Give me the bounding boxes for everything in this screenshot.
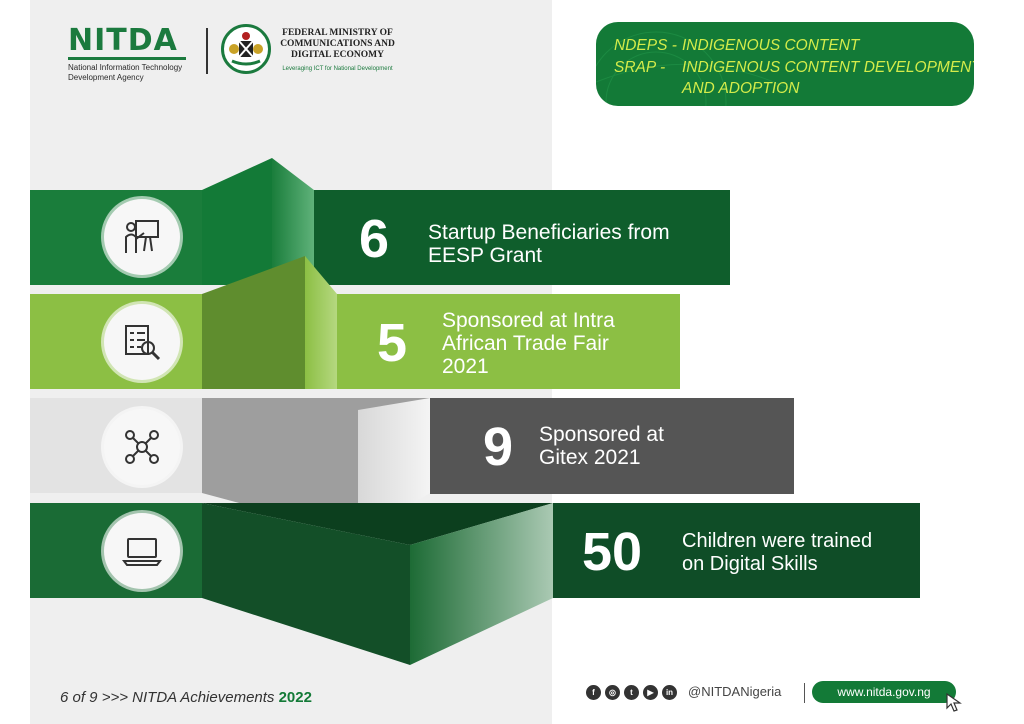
band-1-panel <box>314 190 730 285</box>
logo-wordmark: NITDA <box>68 23 178 58</box>
banner-value-srap-cont: AND ADOPTION <box>682 80 800 97</box>
band-2-top <box>202 256 305 389</box>
footer-divider <box>804 683 805 703</box>
laptop-icon <box>122 538 162 566</box>
stat-3-label: Sponsored at Gitex 2021 <box>539 423 664 469</box>
stat-4-icon-circle <box>104 513 180 589</box>
banner-key-ndeps: NDEPS - <box>614 37 677 54</box>
banner-pattern <box>596 31 797 106</box>
stat-2-number: 5 <box>376 313 408 373</box>
stat-3-number: 9 <box>482 417 514 477</box>
band-2-panel <box>337 294 680 389</box>
page-indicator: 6 of 9 <box>60 689 98 706</box>
stat-4-number: 50 <box>581 522 643 582</box>
ministry-tagline: Leveraging ICT for National Development <box>282 66 393 72</box>
nitda-logo: NITDA National Information Technology De… <box>68 26 186 83</box>
facebook-icon[interactable]: f <box>586 685 601 700</box>
instagram-icon[interactable]: ◎ <box>605 685 620 700</box>
band-4-side <box>410 503 553 665</box>
cursor-icon <box>946 693 962 712</box>
footer-arrows: >>> <box>101 689 128 706</box>
logo-underline <box>68 57 186 60</box>
page-footer-title: 6 of 9 >>> NITDA Achievements 2022 <box>60 689 312 706</box>
strategy-banner: NDEPS - INDIGENOUS CONTENT SRAP - INDIGENO… <box>596 22 974 106</box>
network-people-icon <box>125 430 159 464</box>
social-links: f ◎ t ▶ in <box>586 685 677 700</box>
band-4-top <box>202 503 553 545</box>
band-3-panel <box>430 398 794 494</box>
social-handle[interactable]: @NITDANigeria <box>688 684 782 699</box>
stat-2-icon-circle <box>104 304 180 380</box>
band-1-side <box>272 158 314 285</box>
stat-4-label: Children were trained on Digital Skills <box>682 530 873 575</box>
band-3-side <box>358 398 430 535</box>
band-4-front <box>202 503 410 665</box>
banner-value-srap: INDIGENOUS CONTENT DEVELOPMENT <box>682 58 974 76</box>
footer-title: NITDA Achievements <box>132 689 275 706</box>
twitter-icon[interactable]: t <box>624 685 639 700</box>
stat-1-icon-circle <box>104 199 180 275</box>
document-search-icon <box>125 325 161 361</box>
band-2-side <box>305 256 337 389</box>
presentation-icon <box>125 220 159 253</box>
footer-year: 2022 <box>278 689 312 706</box>
ministry-name: FEDERAL MINISTRY OF COMMUNICATIONS AND D… <box>280 28 395 75</box>
logo-divider <box>206 28 208 74</box>
linkedin-icon[interactable]: in <box>662 685 677 700</box>
youtube-icon[interactable]: ▶ <box>643 685 658 700</box>
stat-1-number: 6 <box>358 209 390 269</box>
banner-key-srap: SRAP - <box>614 58 666 76</box>
banner-value-ndeps: INDIGENOUS CONTENT <box>682 37 860 54</box>
stat-1-label: Startup Beneficiaries from EESP Grant <box>428 221 670 267</box>
logo-subtitle: National Information Technology Developm… <box>68 63 183 82</box>
stat-3-icon-circle <box>104 409 180 485</box>
website-link[interactable]: www.nitda.gov.ng <box>812 681 956 703</box>
band-1-top <box>202 158 272 285</box>
stat-2-label: Sponsored at Intra African Trade Fair 20… <box>442 309 615 378</box>
coat-of-arms-icon <box>221 24 271 74</box>
band-4-panel <box>553 503 920 598</box>
